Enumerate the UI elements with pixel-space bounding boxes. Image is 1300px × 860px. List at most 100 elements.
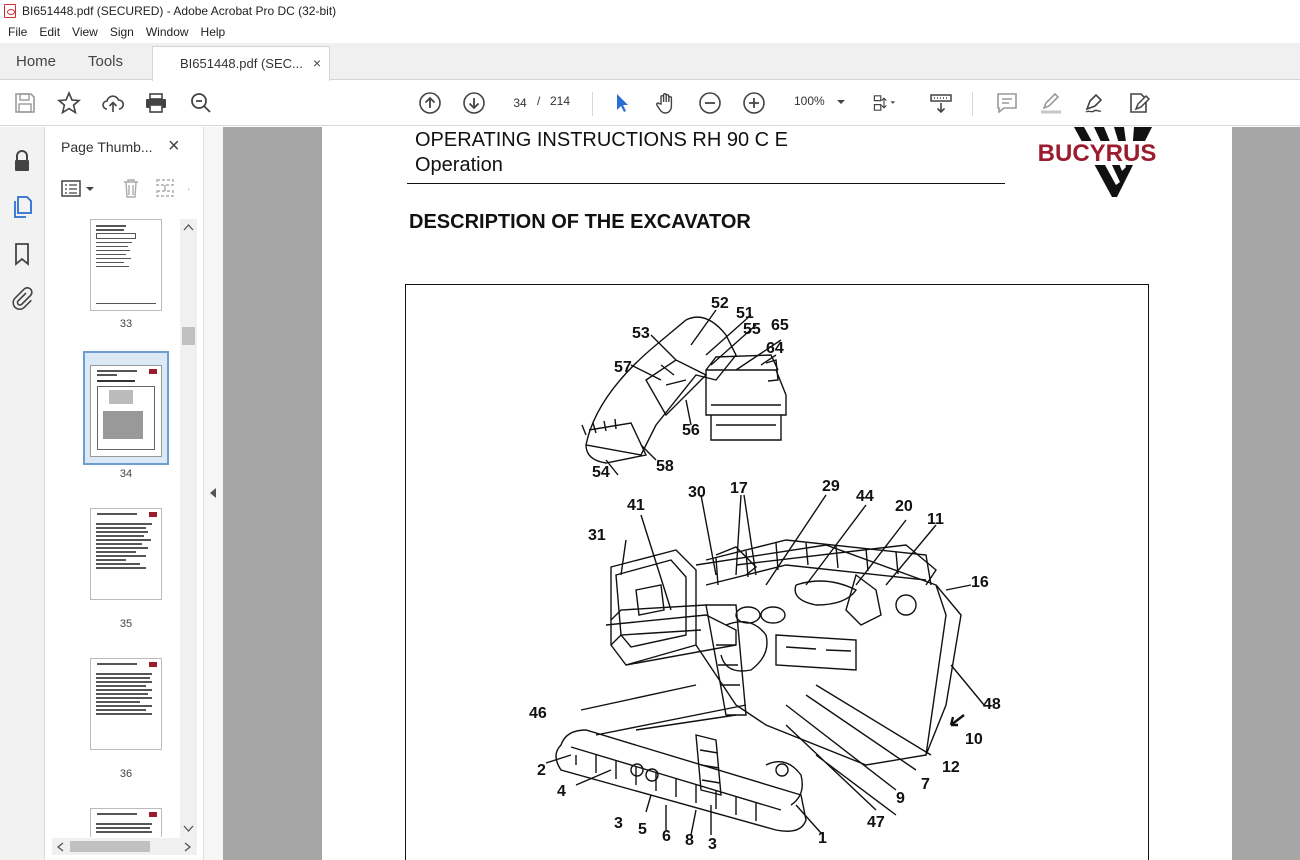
draw-sign-icon[interactable]	[1083, 91, 1107, 115]
close-panel-icon[interactable]: ×	[168, 135, 180, 157]
tab-document[interactable]: BI651448.pdf (SEC... ×	[152, 46, 330, 81]
hand-pan-icon[interactable]	[654, 91, 678, 115]
panel-splitter[interactable]	[203, 127, 223, 860]
scroll-right-arrow-icon[interactable]	[184, 842, 192, 852]
thumbnail-list: 33 34	[46, 215, 186, 837]
doc-header-subtitle: Operation	[415, 154, 503, 176]
zoom-dropdown-chevron-icon[interactable]	[834, 95, 848, 109]
thumbnail-label-36: 36	[119, 768, 133, 780]
doc-header-title: OPERATING INSTRUCTIONS RH 90 C E	[415, 129, 789, 151]
edit-fill-sign-icon[interactable]	[1127, 91, 1151, 115]
comment-icon[interactable]	[995, 91, 1019, 115]
main-toolbar	[0, 81, 1300, 126]
callout-label: 51	[736, 305, 754, 322]
panel-title: Page Thumb...	[61, 139, 153, 155]
thumbnail-label-35: 35	[119, 618, 133, 630]
next-page-icon[interactable]	[462, 91, 486, 115]
thumbnail-page-35[interactable]	[90, 508, 162, 600]
bookmark-star-icon[interactable]	[57, 91, 81, 115]
section-title: DESCRIPTION OF THE EXCAVATOR	[409, 211, 751, 233]
horizontal-scrollbar-thumb[interactable]	[70, 841, 150, 852]
callout-label: 3	[708, 836, 717, 853]
menu-file[interactable]: File	[8, 25, 28, 39]
thumbnail-page-36[interactable]	[90, 658, 162, 750]
menu-window[interactable]: Window	[145, 25, 189, 39]
select-cursor-icon[interactable]	[610, 91, 634, 115]
save-icon[interactable]	[13, 91, 37, 115]
menu-bar: File Edit View Sign Window Help	[0, 22, 1300, 43]
callout-label: 48	[983, 696, 1001, 713]
zoom-in-icon[interactable]	[742, 91, 766, 115]
callout-label: 64	[766, 340, 784, 357]
tab-bar: Home Tools BI651448.pdf (SEC... ×	[0, 43, 1300, 81]
tab-tools[interactable]: Tools	[88, 53, 124, 70]
callout-label: 44	[856, 488, 874, 505]
pdf-page: OPERATING INSTRUCTIONS RH 90 C E Operati…	[322, 127, 1232, 860]
collapse-panel-arrow-icon[interactable]	[209, 487, 217, 499]
callout-label: 20	[895, 498, 913, 515]
excavator-figure: 52 51 55 65 53 64 57 56 58 54 30 17 29 4…	[405, 284, 1149, 860]
page-thumbnails-panel: Page Thumb... × .	[46, 127, 203, 860]
callout-label: 7	[921, 776, 930, 793]
scrollbar-thumb[interactable]	[182, 327, 195, 345]
page-number-input[interactable]: 34	[505, 92, 535, 114]
highlight-pen-icon[interactable]	[1039, 91, 1063, 115]
callout-label: 29	[822, 478, 840, 495]
excavator-drawing	[545, 309, 985, 836]
zoom-level-select[interactable]: 100%	[794, 94, 825, 108]
page-display-icon[interactable]	[872, 91, 896, 115]
callout-label: 8	[685, 832, 694, 849]
scroll-left-arrow-icon[interactable]	[56, 842, 64, 852]
document-viewer[interactable]: OPERATING INSTRUCTIONS RH 90 C E Operati…	[223, 127, 1300, 860]
callout-label: 3	[614, 815, 623, 832]
menu-sign[interactable]: Sign	[109, 25, 134, 39]
page-separator: /	[537, 94, 541, 108]
callout-label: 52	[711, 295, 729, 312]
thumbnail-horizontal-scrollbar[interactable]	[52, 838, 197, 855]
callout-label: 47	[867, 814, 885, 831]
scroll-up-arrow-icon[interactable]	[183, 223, 194, 231]
menu-help[interactable]: Help	[200, 25, 226, 39]
zoom-out-icon[interactable]	[698, 91, 722, 115]
scroll-down-arrow-icon[interactable]	[183, 825, 194, 833]
window-title: BI651448.pdf (SECURED) - Adobe Acrobat P…	[22, 4, 337, 18]
thumbnail-page-33[interactable]	[90, 219, 162, 311]
callout-label: 31	[588, 527, 606, 544]
page-total: 214	[550, 94, 571, 108]
thumbnail-options-row: .	[60, 177, 190, 201]
page-thumbnails-icon[interactable]	[10, 195, 34, 219]
close-tab-icon[interactable]: ×	[312, 55, 321, 71]
window-titlebar: BI651448.pdf (SECURED) - Adobe Acrobat P…	[0, 0, 1300, 22]
tab-home[interactable]: Home	[16, 53, 57, 70]
callout-label: 56	[682, 422, 700, 439]
bucyrus-logo: BUCYRUS	[1030, 127, 1164, 197]
callout-label: 5	[638, 821, 647, 838]
upload-cloud-icon[interactable]	[101, 91, 125, 115]
thumbnail-options-menu-icon[interactable]	[60, 179, 96, 199]
more-options-dot: .	[187, 179, 191, 193]
callout-label: 53	[632, 325, 650, 342]
thumbnail-label-33: 33	[119, 318, 133, 330]
extract-pages-icon[interactable]	[154, 177, 176, 199]
lock-icon[interactable]	[10, 149, 34, 173]
header-rule	[407, 183, 1005, 184]
callout-label: 12	[942, 759, 960, 776]
delete-page-icon[interactable]	[120, 177, 142, 199]
callout-label: 46	[529, 705, 547, 722]
logo-wordmark: BUCYRUS	[1038, 140, 1157, 167]
previous-page-icon[interactable]	[418, 91, 442, 115]
thumbnail-page-37[interactable]	[90, 808, 162, 837]
callout-label: 16	[971, 574, 989, 591]
thumbnail-page-34[interactable]	[90, 365, 162, 457]
scroll-mode-icon[interactable]	[929, 91, 953, 115]
menu-edit[interactable]: Edit	[39, 25, 61, 39]
callout-label: 65	[771, 317, 789, 334]
zoom-search-icon[interactable]	[189, 91, 213, 115]
callout-label: 17	[730, 480, 748, 497]
menu-view[interactable]: View	[72, 25, 98, 39]
bookmarks-icon[interactable]	[10, 242, 34, 266]
print-icon[interactable]	[144, 91, 168, 115]
attachments-paperclip-icon[interactable]	[10, 287, 34, 311]
thumbnail-vertical-scrollbar[interactable]	[180, 219, 197, 839]
callouts-container: 52 51 55 65 53 64 57 56 58 54 30 17 29 4…	[406, 285, 1148, 860]
